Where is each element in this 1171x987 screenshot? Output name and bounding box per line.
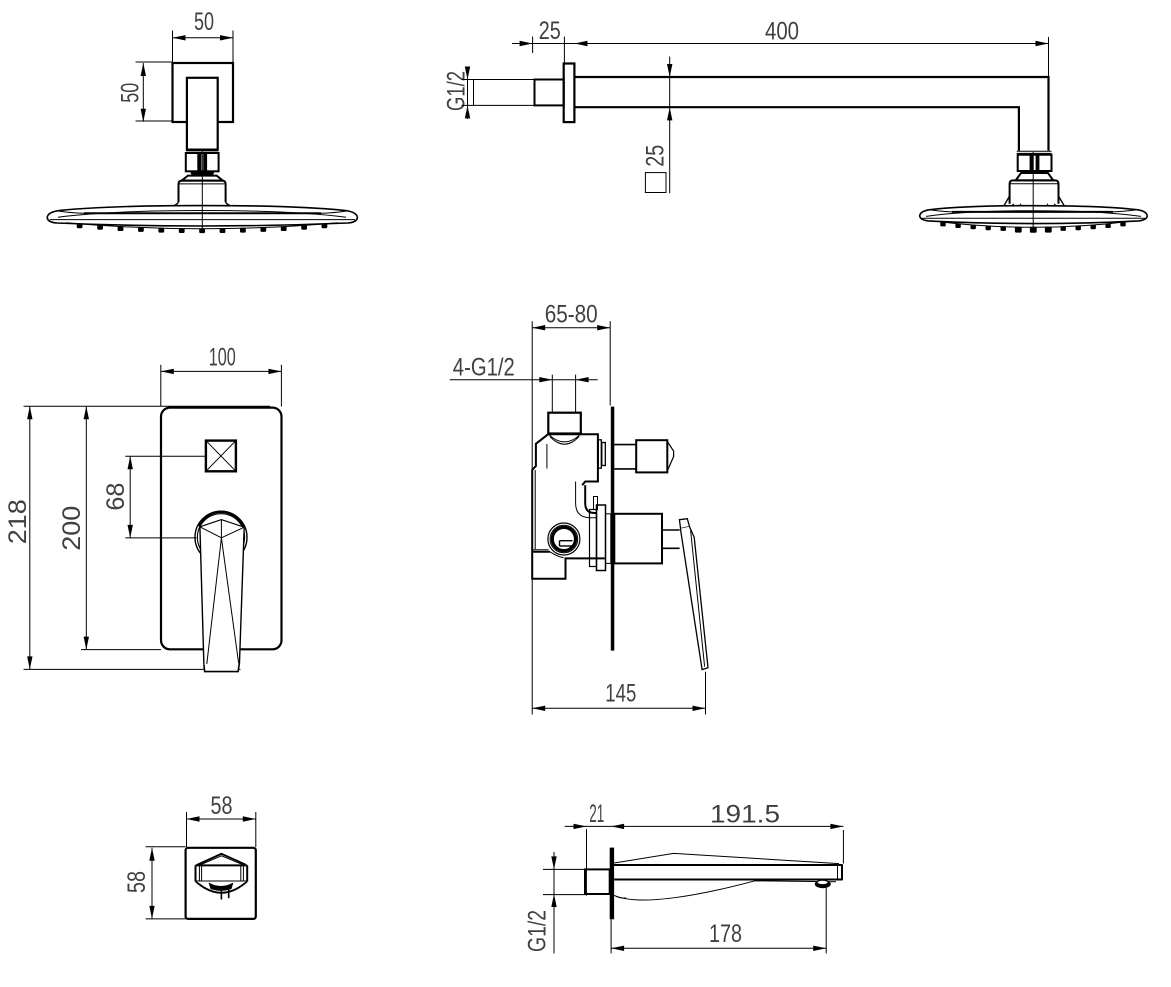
svg-text:4-G1/2: 4-G1/2	[453, 353, 515, 381]
svg-text:65-80: 65-80	[545, 301, 598, 329]
svg-text:191.5: 191.5	[710, 801, 780, 829]
svg-text:68: 68	[102, 483, 130, 511]
svg-text:50: 50	[117, 83, 145, 103]
svg-text:218: 218	[4, 499, 32, 544]
svg-text:145: 145	[605, 680, 636, 708]
svg-text:G1/2: G1/2	[524, 910, 552, 952]
svg-text:25: 25	[539, 17, 561, 45]
svg-text:58: 58	[211, 792, 233, 820]
svg-text:100: 100	[209, 343, 236, 371]
svg-text:178: 178	[709, 920, 742, 948]
svg-text:58: 58	[123, 871, 151, 893]
svg-text:50: 50	[194, 8, 214, 36]
svg-text:400: 400	[765, 18, 799, 46]
svg-text:21: 21	[589, 800, 604, 828]
svg-text:G1/2: G1/2	[443, 71, 471, 111]
svg-text:200: 200	[58, 506, 86, 551]
svg-text:25: 25	[642, 145, 670, 167]
